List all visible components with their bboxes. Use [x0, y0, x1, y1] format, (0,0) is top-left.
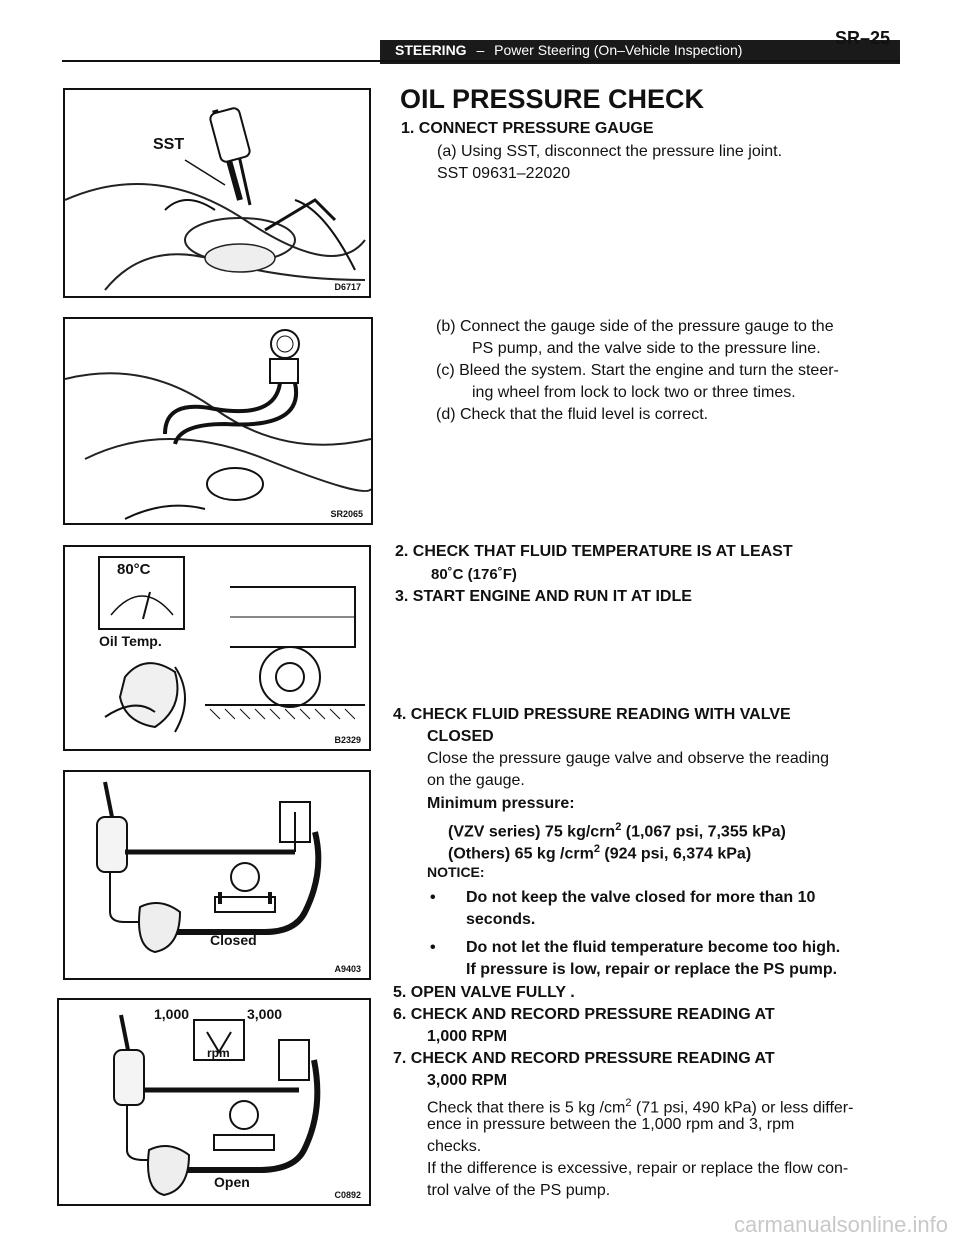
figure-valve-open-drawing — [113, 1014, 321, 1197]
figure-code: SR2065 — [330, 509, 363, 519]
figure-valve-closed: Closed A9403 — [63, 770, 371, 980]
step-2-heading: 2. CHECK THAT FLUID TEMPERATURE IS AT LE… — [395, 543, 793, 560]
step-4-heading-line2: CLOSED — [427, 728, 494, 745]
others-sup: 2 — [593, 843, 600, 855]
step-7-body-line2: ence in pressure between the 1,000 rpm a… — [427, 1116, 795, 1133]
header-rule — [62, 60, 900, 62]
figure-label-3000: 3,000 — [247, 1006, 283, 1022]
step-1c-line2: ing wheel from lock to lock two or three… — [472, 384, 796, 401]
page-number: SR–25 — [834, 28, 890, 48]
bullet-icon: • — [430, 889, 436, 906]
figure-valve-open-rpm: 1,000 3,000 rpm Open C0892 — [57, 998, 371, 1206]
step-7-body-line1: Check that there is 5 kg /cm2 (71 psi, 4… — [427, 1092, 853, 1119]
figure-label-1000: 1,000 — [154, 1006, 190, 1022]
step-4-heading-line1: 4. CHECK FLUID PRESSURE READING WITH VAL… — [393, 706, 791, 723]
minimum-pressure-label: Minimum pressure: — [427, 795, 575, 812]
step-6-heading-line1: 6. CHECK AND RECORD PRESSURE READING AT — [393, 1006, 775, 1023]
minimum-pressure-vzv: (VZV series) 75 kg/crn2 (1,067 psi, 7,35… — [448, 816, 786, 843]
figure-valve-closed-drawing — [96, 781, 322, 954]
step-5-heading: 5. OPEN VALVE FULLY . — [393, 984, 575, 1001]
figure-code: A9403 — [334, 964, 361, 974]
others-value: (Others) 65 kg /crm — [448, 845, 594, 863]
step-7-body-line1-b: (71 psi, 490 kPa) or less differ- — [631, 1099, 854, 1117]
figure-oil-temp-drawing — [98, 556, 365, 733]
step-7-heading-line1: 7. CHECK AND RECORD PRESSURE READING AT — [393, 1050, 775, 1067]
step-7-heading-line2: 3,000 RPM — [427, 1072, 508, 1089]
vzv-conversion: (1,067 psi, 7,355 kPa) — [621, 823, 786, 841]
step-1c-line1: (c) Bleed the system. Start the engine a… — [436, 362, 839, 379]
notice-2-line1: Do not let the fluid temperature become … — [466, 939, 841, 956]
watermark: carmanualsonline.info — [733, 1212, 948, 1237]
step-1d: (d) Check that the fluid level is correc… — [436, 406, 709, 423]
bullet-icon: • — [430, 939, 436, 956]
vzv-sup: 2 — [615, 821, 622, 833]
page-title: OIL PRESSURE CHECK — [400, 84, 705, 114]
step-2-temp: 80˚C (176˚F) — [431, 566, 517, 583]
figure-label-rpm: rpm — [207, 1046, 230, 1060]
others-conversion: (924 psi, 6,374 kPa) — [599, 845, 752, 863]
figure-label-sst: SST — [153, 136, 185, 153]
figure-temp-readout: 80°C — [117, 561, 151, 578]
step-7-body-line4: If the difference is excessive, repair o… — [427, 1160, 849, 1177]
figure-label-oil-temp: Oil Temp. — [99, 633, 162, 649]
notice-1-line1: Do not keep the valve closed for more th… — [466, 889, 816, 906]
figure-sst-disconnect: SST D6717 — [63, 88, 371, 298]
step-7-body-line1-sup: 2 — [625, 1097, 632, 1109]
step-1a: (a) Using SST, disconnect the pressure l… — [437, 143, 783, 160]
figure-label-closed: Closed — [210, 932, 257, 948]
step-1b-line1: (b) Connect the gauge side of the pressu… — [436, 318, 834, 335]
step-7-body-line1-a: Check that there is 5 kg /cm — [427, 1099, 626, 1117]
figure-label-open: Open — [214, 1174, 250, 1190]
figure-gauge-connection: SR2065 — [63, 317, 373, 525]
figure-gauge-drawing — [65, 329, 371, 520]
step-6-heading-line2: 1,000 RPM — [427, 1028, 508, 1045]
header-section: STEERING — [395, 42, 467, 58]
figure-sst-drawing — [65, 107, 366, 291]
figure-code: C0892 — [334, 1190, 361, 1200]
notice-label: NOTICE: — [427, 864, 485, 880]
header-subtitle: Power Steering (On–Vehicle Inspection) — [494, 42, 743, 58]
step-1-heading: 1. CONNECT PRESSURE GAUGE — [401, 120, 654, 137]
step-7-body-line3: checks. — [427, 1138, 482, 1155]
header-title: STEERING – Power Steering (On–Vehicle In… — [395, 42, 742, 58]
step-7-body-line5: trol valve of the PS pump. — [427, 1182, 611, 1199]
minimum-pressure-others: (Others) 65 kg /crm2 (924 psi, 6,374 kPa… — [448, 838, 751, 865]
step-1b-line2: PS pump, and the valve side to the press… — [472, 340, 821, 357]
figure-oil-temp: 80°C Oil Temp. B2329 — [63, 545, 371, 751]
header-dash: – — [476, 42, 485, 58]
step-4-body-line1: Close the pressure gauge valve and obser… — [427, 750, 830, 767]
figure-code: D6717 — [334, 282, 361, 292]
figure-code: B2329 — [334, 735, 361, 745]
step-4-body-line2: on the gauge. — [427, 772, 525, 789]
notice-1-line2: seconds. — [466, 911, 536, 928]
step-3-heading: 3. START ENGINE AND RUN IT AT IDLE — [395, 588, 692, 605]
step-1-sst: SST 09631–22020 — [437, 165, 571, 182]
notice-2-line2: If pressure is low, repair or replace th… — [466, 961, 838, 978]
vzv-value: (VZV series) 75 kg/crn — [448, 823, 616, 841]
